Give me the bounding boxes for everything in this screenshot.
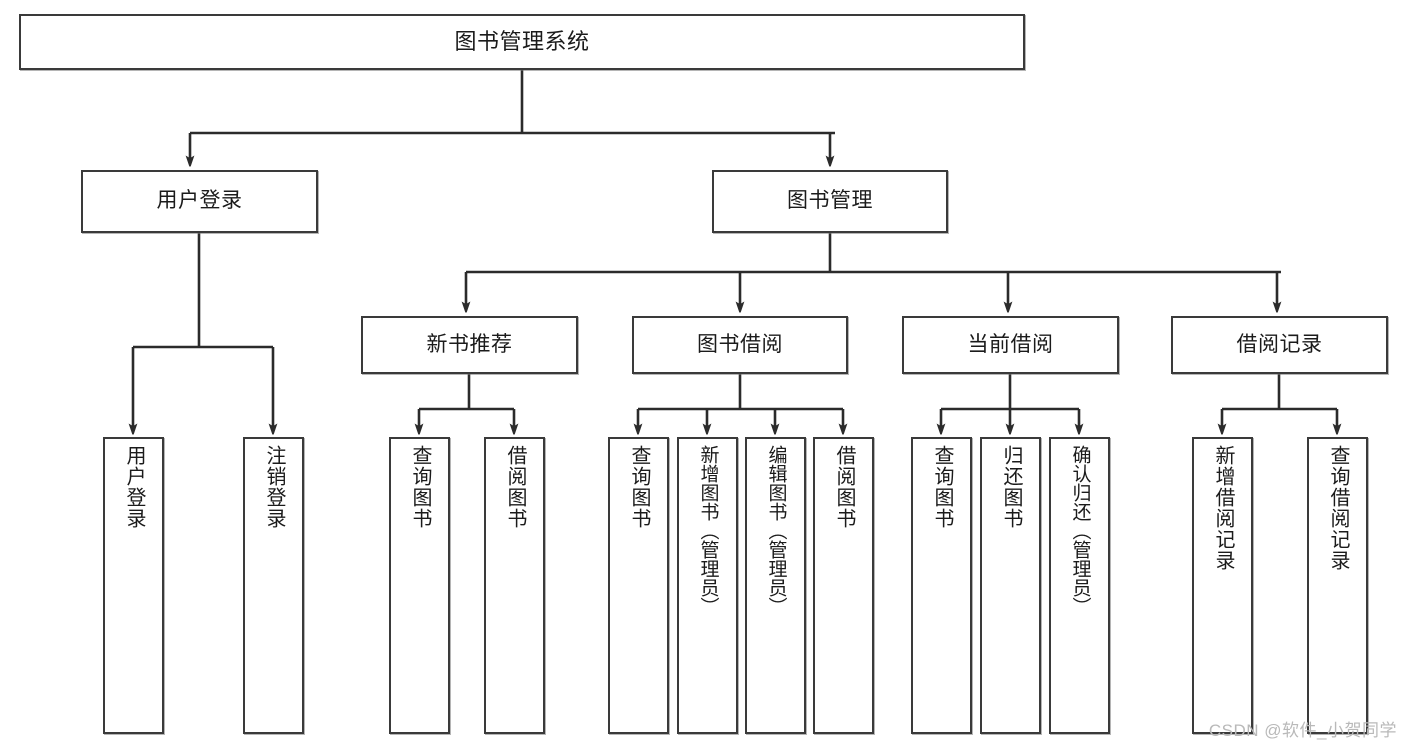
node-borrow-record[interactable]: 借阅记录 — [1171, 316, 1388, 374]
node-label: 借阅图书 — [833, 445, 855, 529]
node-label: 归还图书 — [1000, 445, 1022, 529]
node-leaf-return-book[interactable]: 归还图书 — [980, 437, 1041, 734]
node-leaf-edit-book[interactable]: 编辑图书（管理员） — [745, 437, 806, 734]
node-label: 新增借阅记录 — [1212, 445, 1234, 571]
node-leaf-add-record[interactable]: 新增借阅记录 — [1192, 437, 1253, 734]
node-label: 当前借阅 — [967, 332, 1054, 356]
node-book-borrow[interactable]: 图书借阅 — [632, 316, 848, 374]
node-label: 新书推荐 — [426, 332, 513, 356]
node-label: 图书管理 — [787, 189, 873, 213]
node-leaf-query-book-3[interactable]: 查询图书 — [911, 437, 972, 734]
node-label: 用户登录 — [123, 445, 145, 529]
node-label: 注销登录 — [263, 445, 285, 529]
node-label: 图书借阅 — [697, 332, 783, 356]
node-label: 查询借阅记录 — [1327, 445, 1349, 571]
node-new-book-rec[interactable]: 新书推荐 — [361, 316, 578, 374]
node-leaf-user-login[interactable]: 用户登录 — [103, 437, 164, 734]
node-label: 查询图书 — [409, 445, 431, 529]
node-label: 查询图书 — [628, 445, 650, 529]
node-label: 确认归还（管理员） — [1069, 445, 1091, 616]
csdn-watermark: CSDN @软件_小贺同学 — [1208, 721, 1397, 740]
node-label: 新增图书（管理员） — [697, 445, 719, 616]
node-leaf-query-record[interactable]: 查询借阅记录 — [1307, 437, 1368, 734]
node-label: 图书管理系统 — [454, 29, 590, 55]
node-label: 编辑图书（管理员） — [765, 445, 787, 616]
node-user-login[interactable]: 用户登录 — [81, 170, 318, 233]
node-root-system[interactable]: 图书管理系统 — [19, 14, 1025, 70]
node-leaf-add-book[interactable]: 新增图书（管理员） — [677, 437, 738, 734]
node-label: 查询图书 — [931, 445, 953, 529]
node-leaf-query-book-1[interactable]: 查询图书 — [389, 437, 450, 734]
node-leaf-logout[interactable]: 注销登录 — [243, 437, 304, 734]
node-label: 借阅图书 — [504, 445, 526, 529]
node-label: 用户登录 — [156, 189, 243, 213]
node-book-manage[interactable]: 图书管理 — [712, 170, 948, 233]
node-current-borrow[interactable]: 当前借阅 — [902, 316, 1119, 374]
node-label: 借阅记录 — [1236, 332, 1323, 356]
node-leaf-borrow-book-2[interactable]: 借阅图书 — [813, 437, 874, 734]
node-leaf-confirm-return[interactable]: 确认归还（管理员） — [1049, 437, 1110, 734]
node-leaf-borrow-book-1[interactable]: 借阅图书 — [484, 437, 545, 734]
node-leaf-query-book-2[interactable]: 查询图书 — [608, 437, 669, 734]
